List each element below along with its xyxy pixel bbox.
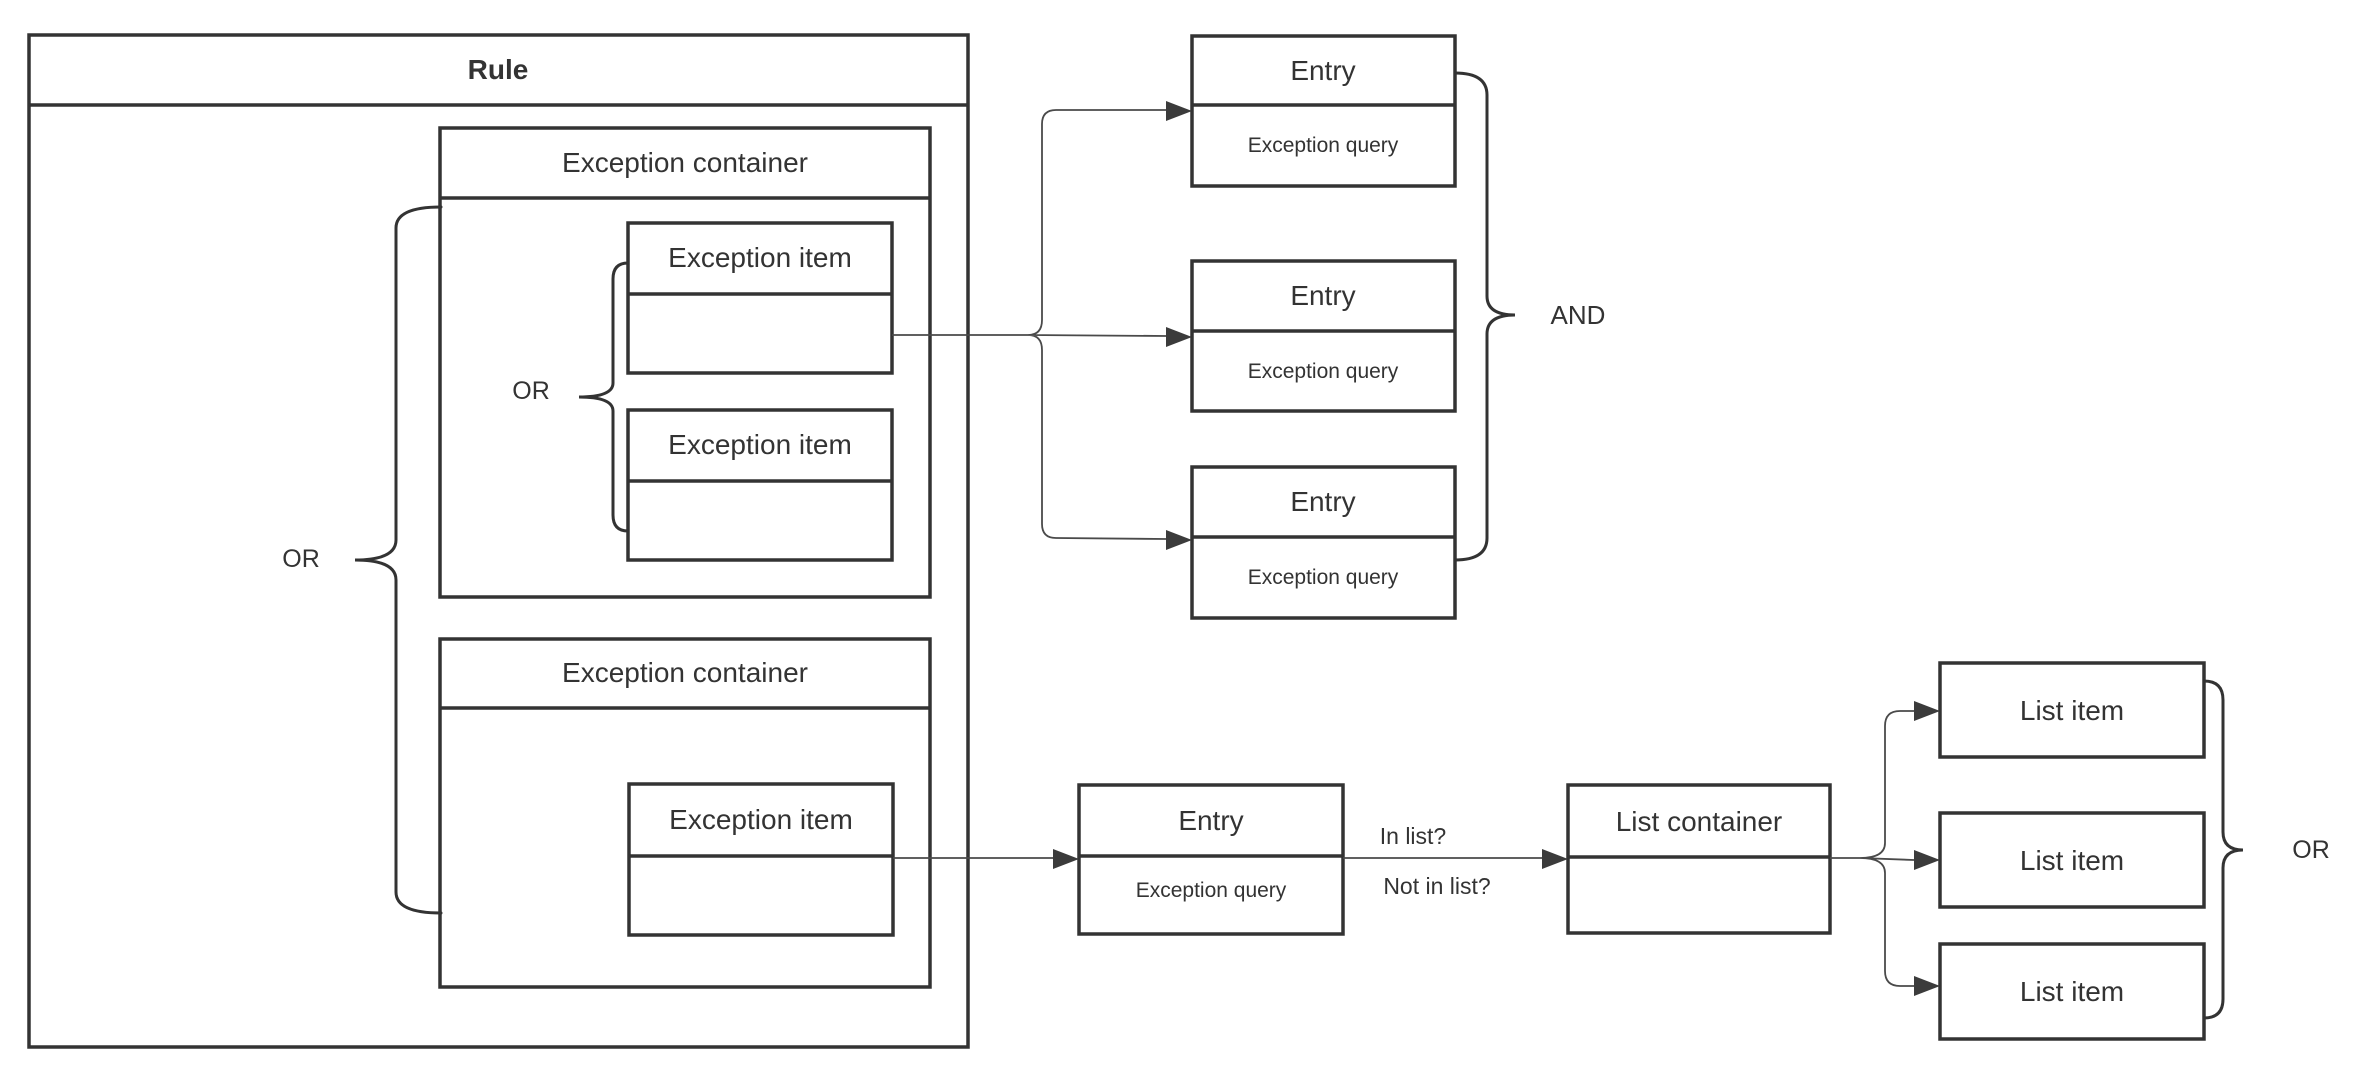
list-item-3-label: List item — [2020, 976, 2124, 1007]
arrowhead-list-container — [1542, 849, 1568, 869]
entry-2-body: Exception query — [1248, 360, 1399, 383]
arrowhead-list-item-2 — [1914, 850, 1940, 870]
list-item-2-border — [1938, 811, 2206, 909]
entry-3: Entry Exception query — [1190, 465, 1457, 620]
entry-4-border — [1077, 783, 1345, 936]
inner-or-brace — [578, 261, 630, 533]
exception-item-1-border — [626, 221, 894, 375]
list-container: List container — [1566, 783, 1832, 935]
arrowhead-entry-2 — [1166, 327, 1192, 347]
list-item-3: List item — [1938, 942, 2206, 1041]
outer-or-label: OR — [282, 545, 320, 573]
arrowhead-list-item-3 — [1914, 976, 1940, 996]
list-container-title: List container — [1616, 806, 1783, 837]
entry-4-body: Exception query — [1136, 879, 1287, 902]
split-connector-top — [892, 109, 1167, 540]
entry-1: Entry Exception query — [1190, 34, 1457, 188]
and-brace — [1453, 71, 1516, 562]
entry-3-body: Exception query — [1248, 566, 1399, 589]
entry-1-title: Entry — [1290, 55, 1355, 86]
list-item-1-border — [1938, 661, 2206, 759]
entry-3-title: Entry — [1290, 486, 1355, 517]
list-item-1-label: List item — [2020, 695, 2124, 726]
exception-item-2-title: Exception item — [668, 429, 852, 460]
list-item-3-border — [1938, 942, 2206, 1041]
list-item-2-label: List item — [2020, 845, 2124, 876]
list-or-brace — [2202, 679, 2244, 1020]
exception-item-3: Exception item — [627, 782, 895, 937]
arrowhead-entry-1 — [1166, 101, 1192, 121]
entry-1-body: Exception query — [1248, 134, 1399, 157]
and-label: AND — [1551, 300, 1606, 330]
edge-label-not-in-list: Not in list? — [1383, 873, 1490, 899]
exception-item-2: Exception item — [626, 408, 894, 562]
exception-item-1-title: Exception item — [668, 242, 852, 273]
entry-4-title: Entry — [1178, 805, 1243, 836]
edge-label-in-list: In list? — [1380, 823, 1446, 849]
arrowhead-list-item-1 — [1914, 701, 1940, 721]
arrowhead-entry-4 — [1053, 849, 1079, 869]
exception-item-1: Exception item — [626, 221, 894, 375]
arrowhead-entry-3 — [1166, 530, 1192, 550]
entry-3-border — [1190, 465, 1457, 620]
entry-2-border — [1190, 259, 1457, 413]
list-container-border — [1566, 783, 1832, 935]
split-connector-list — [1830, 710, 1915, 987]
entry-1-border — [1190, 34, 1457, 188]
entry-2: Entry Exception query — [1190, 259, 1457, 413]
list-item-1: List item — [1938, 661, 2206, 759]
outer-or-brace — [354, 205, 443, 915]
entry-2-title: Entry — [1290, 280, 1355, 311]
exception-item-3-title: Exception item — [669, 804, 853, 835]
inner-or-label: OR — [512, 377, 550, 405]
list-or-label: OR — [2292, 836, 2330, 864]
exception-container-2-title: Exception container — [562, 657, 808, 688]
exception-item-3-border — [627, 782, 895, 937]
rule-title: Rule — [468, 54, 529, 85]
entry-4: Entry Exception query — [1077, 783, 1345, 936]
exception-item-2-border — [626, 408, 894, 562]
exception-container-1-title: Exception container — [562, 147, 808, 178]
list-item-2: List item — [1938, 811, 2206, 909]
